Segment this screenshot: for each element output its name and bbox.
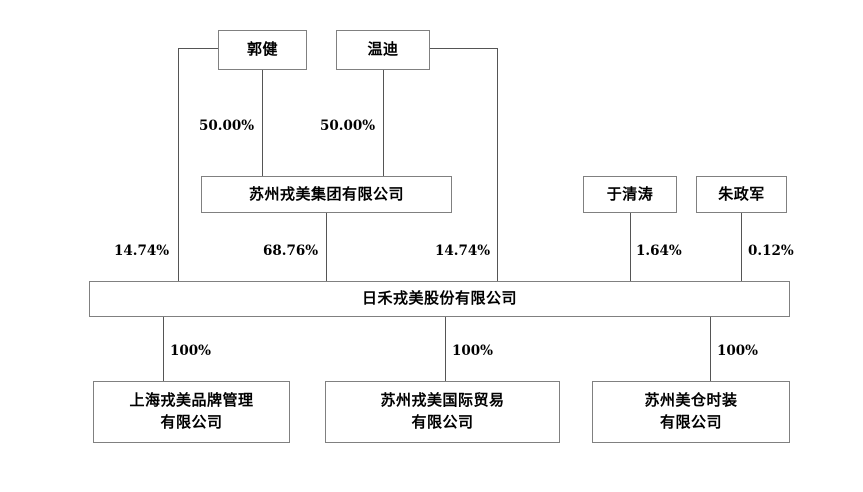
edge-rihe-to-suzhou-meicang-vertical — [710, 317, 711, 382]
edge-guojian-to-rihe-vertical — [178, 48, 179, 282]
node-guojian-label: 郭健 — [246, 40, 278, 59]
label-guojian-to-rihe-pct: 14.74% — [114, 243, 170, 259]
edge-zhuzhengjun-to-rihe-vertical — [741, 213, 742, 282]
node-suzhou-trade[interactable]: 苏州戎美国际贸易 有限公司 — [325, 381, 560, 443]
node-yuqingtao-label: 于清涛 — [606, 184, 654, 203]
label-rihe-to-suzhou-meicang-pct: 100% — [717, 343, 759, 359]
node-yuqingtao[interactable]: 于清涛 — [583, 176, 677, 213]
node-wendi-label: 温迪 — [367, 40, 399, 59]
edge-rihe-to-suzhou-trade-vertical — [445, 317, 446, 382]
edge-guojian-left-stub — [178, 48, 219, 49]
node-shanghai-brand[interactable]: 上海戎美品牌管理 有限公司 — [93, 381, 290, 443]
label-yuqingtao-to-rihe-pct: 1.64% — [636, 243, 682, 259]
edge-guojian-to-group-vertical — [262, 70, 263, 177]
edge-group-to-rihe-vertical — [326, 213, 327, 282]
node-rihe-rongmei-label: 日禾戎美股份有限公司 — [361, 289, 517, 308]
edge-wendi-to-rihe-vertical — [497, 48, 498, 282]
label-wendi-to-group-pct: 50.00% — [320, 118, 376, 134]
node-wendi[interactable]: 温迪 — [336, 30, 430, 70]
label-rihe-to-suzhou-trade-pct: 100% — [452, 343, 494, 359]
label-rihe-to-shanghai-brand-pct: 100% — [170, 343, 212, 359]
node-zhuzhengjun[interactable]: 朱政军 — [696, 176, 787, 213]
edge-rihe-to-shanghai-brand-vertical — [163, 317, 164, 382]
edge-wendi-right-stub — [430, 48, 498, 49]
label-guojian-to-group-pct: 50.00% — [199, 118, 255, 134]
label-group-to-rihe-pct: 68.76% — [263, 243, 319, 259]
node-suzhou-trade-label: 苏州戎美国际贸易 有限公司 — [380, 391, 505, 431]
node-shanghai-brand-label: 上海戎美品牌管理 有限公司 — [129, 391, 254, 431]
node-rihe-rongmei[interactable]: 日禾戎美股份有限公司 — [89, 281, 790, 317]
label-wendi-to-rihe-pct: 14.74% — [435, 243, 491, 259]
node-suzhou-rongmei-group-label: 苏州戎美集团有限公司 — [248, 184, 404, 203]
node-zhuzhengjun-label: 朱政军 — [718, 184, 765, 203]
node-suzhou-meicang-label: 苏州美仓时装 有限公司 — [644, 391, 738, 431]
node-suzhou-meicang[interactable]: 苏州美仓时装 有限公司 — [592, 381, 790, 443]
edge-wendi-to-group-vertical — [383, 70, 384, 177]
node-suzhou-rongmei-group[interactable]: 苏州戎美集团有限公司 — [201, 176, 452, 213]
edge-yuqingtao-to-rihe-vertical — [630, 213, 631, 282]
label-zhuzhengjun-to-rihe-pct: 0.12% — [748, 243, 794, 259]
node-guojian[interactable]: 郭健 — [218, 30, 307, 70]
